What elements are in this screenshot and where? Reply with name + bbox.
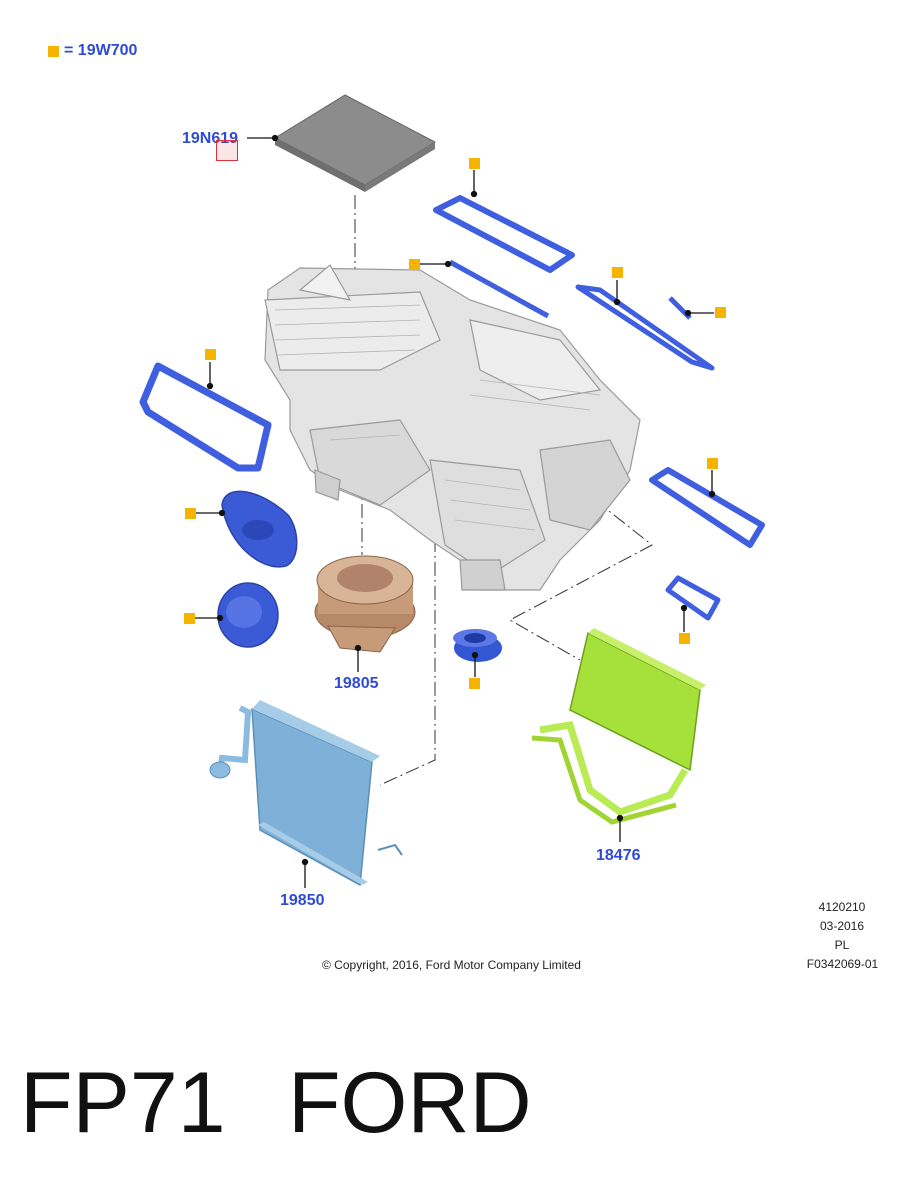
highlight-selection-box[interactable] <box>216 140 238 161</box>
seal-small-frame[interactable] <box>665 575 721 621</box>
round-seals <box>217 490 502 662</box>
doc-date: 03-2016 <box>819 919 865 933</box>
part-label-evaporator[interactable]: 19850 <box>280 892 325 909</box>
orange-markers <box>184 158 726 689</box>
heater-core-18476[interactable] <box>531 628 706 825</box>
part-label-blower[interactable]: 19805 <box>334 675 379 692</box>
exploded-view-svg <box>139 94 765 888</box>
blower-motor-19805[interactable] <box>314 555 416 653</box>
orange-square-marker <box>185 508 196 519</box>
part-label-heater[interactable]: 18476 <box>596 847 641 864</box>
seal-left-frame[interactable] <box>139 362 272 472</box>
orange-square-marker <box>409 259 420 270</box>
seal-upper-frame[interactable] <box>433 195 575 273</box>
orange-square-marker <box>715 307 726 318</box>
heater-assembly-line <box>508 499 653 661</box>
orange-square-marker <box>679 633 690 644</box>
copyright-notice: © Copyright, 2016, Ford Motor Company Li… <box>322 958 581 972</box>
grommet-ring[interactable] <box>453 629 502 662</box>
hvac-housing <box>264 264 641 591</box>
brand-name: FORD <box>288 1055 532 1151</box>
orange-square-marker <box>469 678 480 689</box>
orange-square-marker <box>707 458 718 469</box>
model-code: FP71 <box>20 1055 226 1151</box>
seals-19W700 <box>139 195 765 621</box>
cabin-filter-19N619[interactable] <box>273 94 437 192</box>
legend-orange-square-icon <box>48 46 59 57</box>
housing-ribs <box>274 304 601 531</box>
doc-figure-id: F0342069-01 <box>806 957 879 971</box>
seal-strip-long[interactable] <box>448 259 550 319</box>
blower-seal-round[interactable] <box>217 582 279 648</box>
duct-seal-oval[interactable] <box>221 490 298 568</box>
evaporator-19850[interactable] <box>209 700 403 887</box>
orange-square-marker <box>469 158 480 169</box>
orange-square-marker <box>184 613 195 624</box>
seal-right-strip[interactable] <box>575 284 715 371</box>
legend-label: = 19W700 <box>64 42 138 59</box>
seal-right-frame[interactable] <box>649 467 765 548</box>
orange-square-marker <box>205 349 216 360</box>
leader-lines <box>195 134 716 888</box>
part-label-filter[interactable]: 19N619 <box>182 130 239 147</box>
orange-square-marker <box>612 267 623 278</box>
doc-code: 4120210 <box>818 900 866 914</box>
doc-language: PL <box>834 938 850 952</box>
